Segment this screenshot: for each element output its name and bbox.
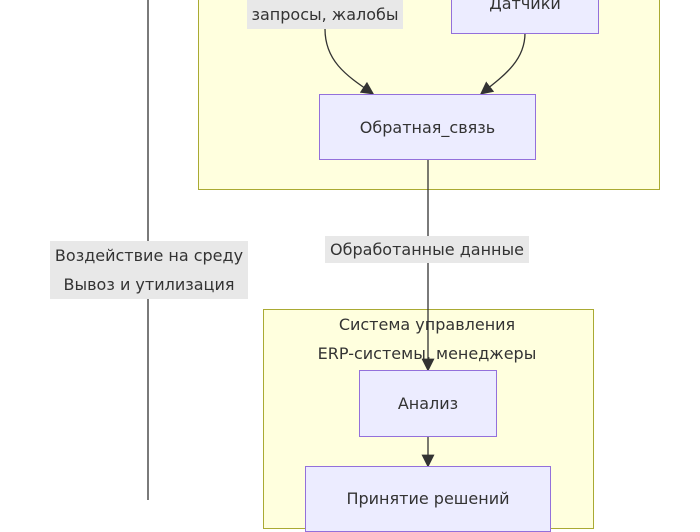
node-analysis[interactable]: Анализ — [359, 370, 497, 437]
edge-requests-to-feedback — [324, 28, 375, 95]
node-feedback-label: Обратная_связь — [359, 117, 496, 137]
edge-label-impact: Воздействие на среду — [50, 241, 248, 270]
edge-label-disposal: Вывоз и утилизация — [50, 270, 248, 299]
node-sensors[interactable]: Датчики — [451, 0, 599, 34]
management-cluster-title: Система управления — [338, 315, 516, 334]
edge-label-processed: Обработанные данные — [325, 236, 529, 263]
node-feedback[interactable]: Обратная_связь — [319, 94, 536, 160]
node-sensors-label: Датчики — [489, 0, 561, 13]
edge-sensors-to-feedback — [479, 32, 526, 95]
node-decision-label: Принятие решений — [346, 489, 510, 508]
node-analysis-label: Анализ — [397, 394, 459, 413]
node-decision[interactable]: Принятие решений — [305, 466, 551, 532]
edge-label-requests: запросы, жалобы — [247, 0, 403, 29]
management-cluster-subtitle: ERP-системы, менеджеры — [317, 344, 537, 363]
